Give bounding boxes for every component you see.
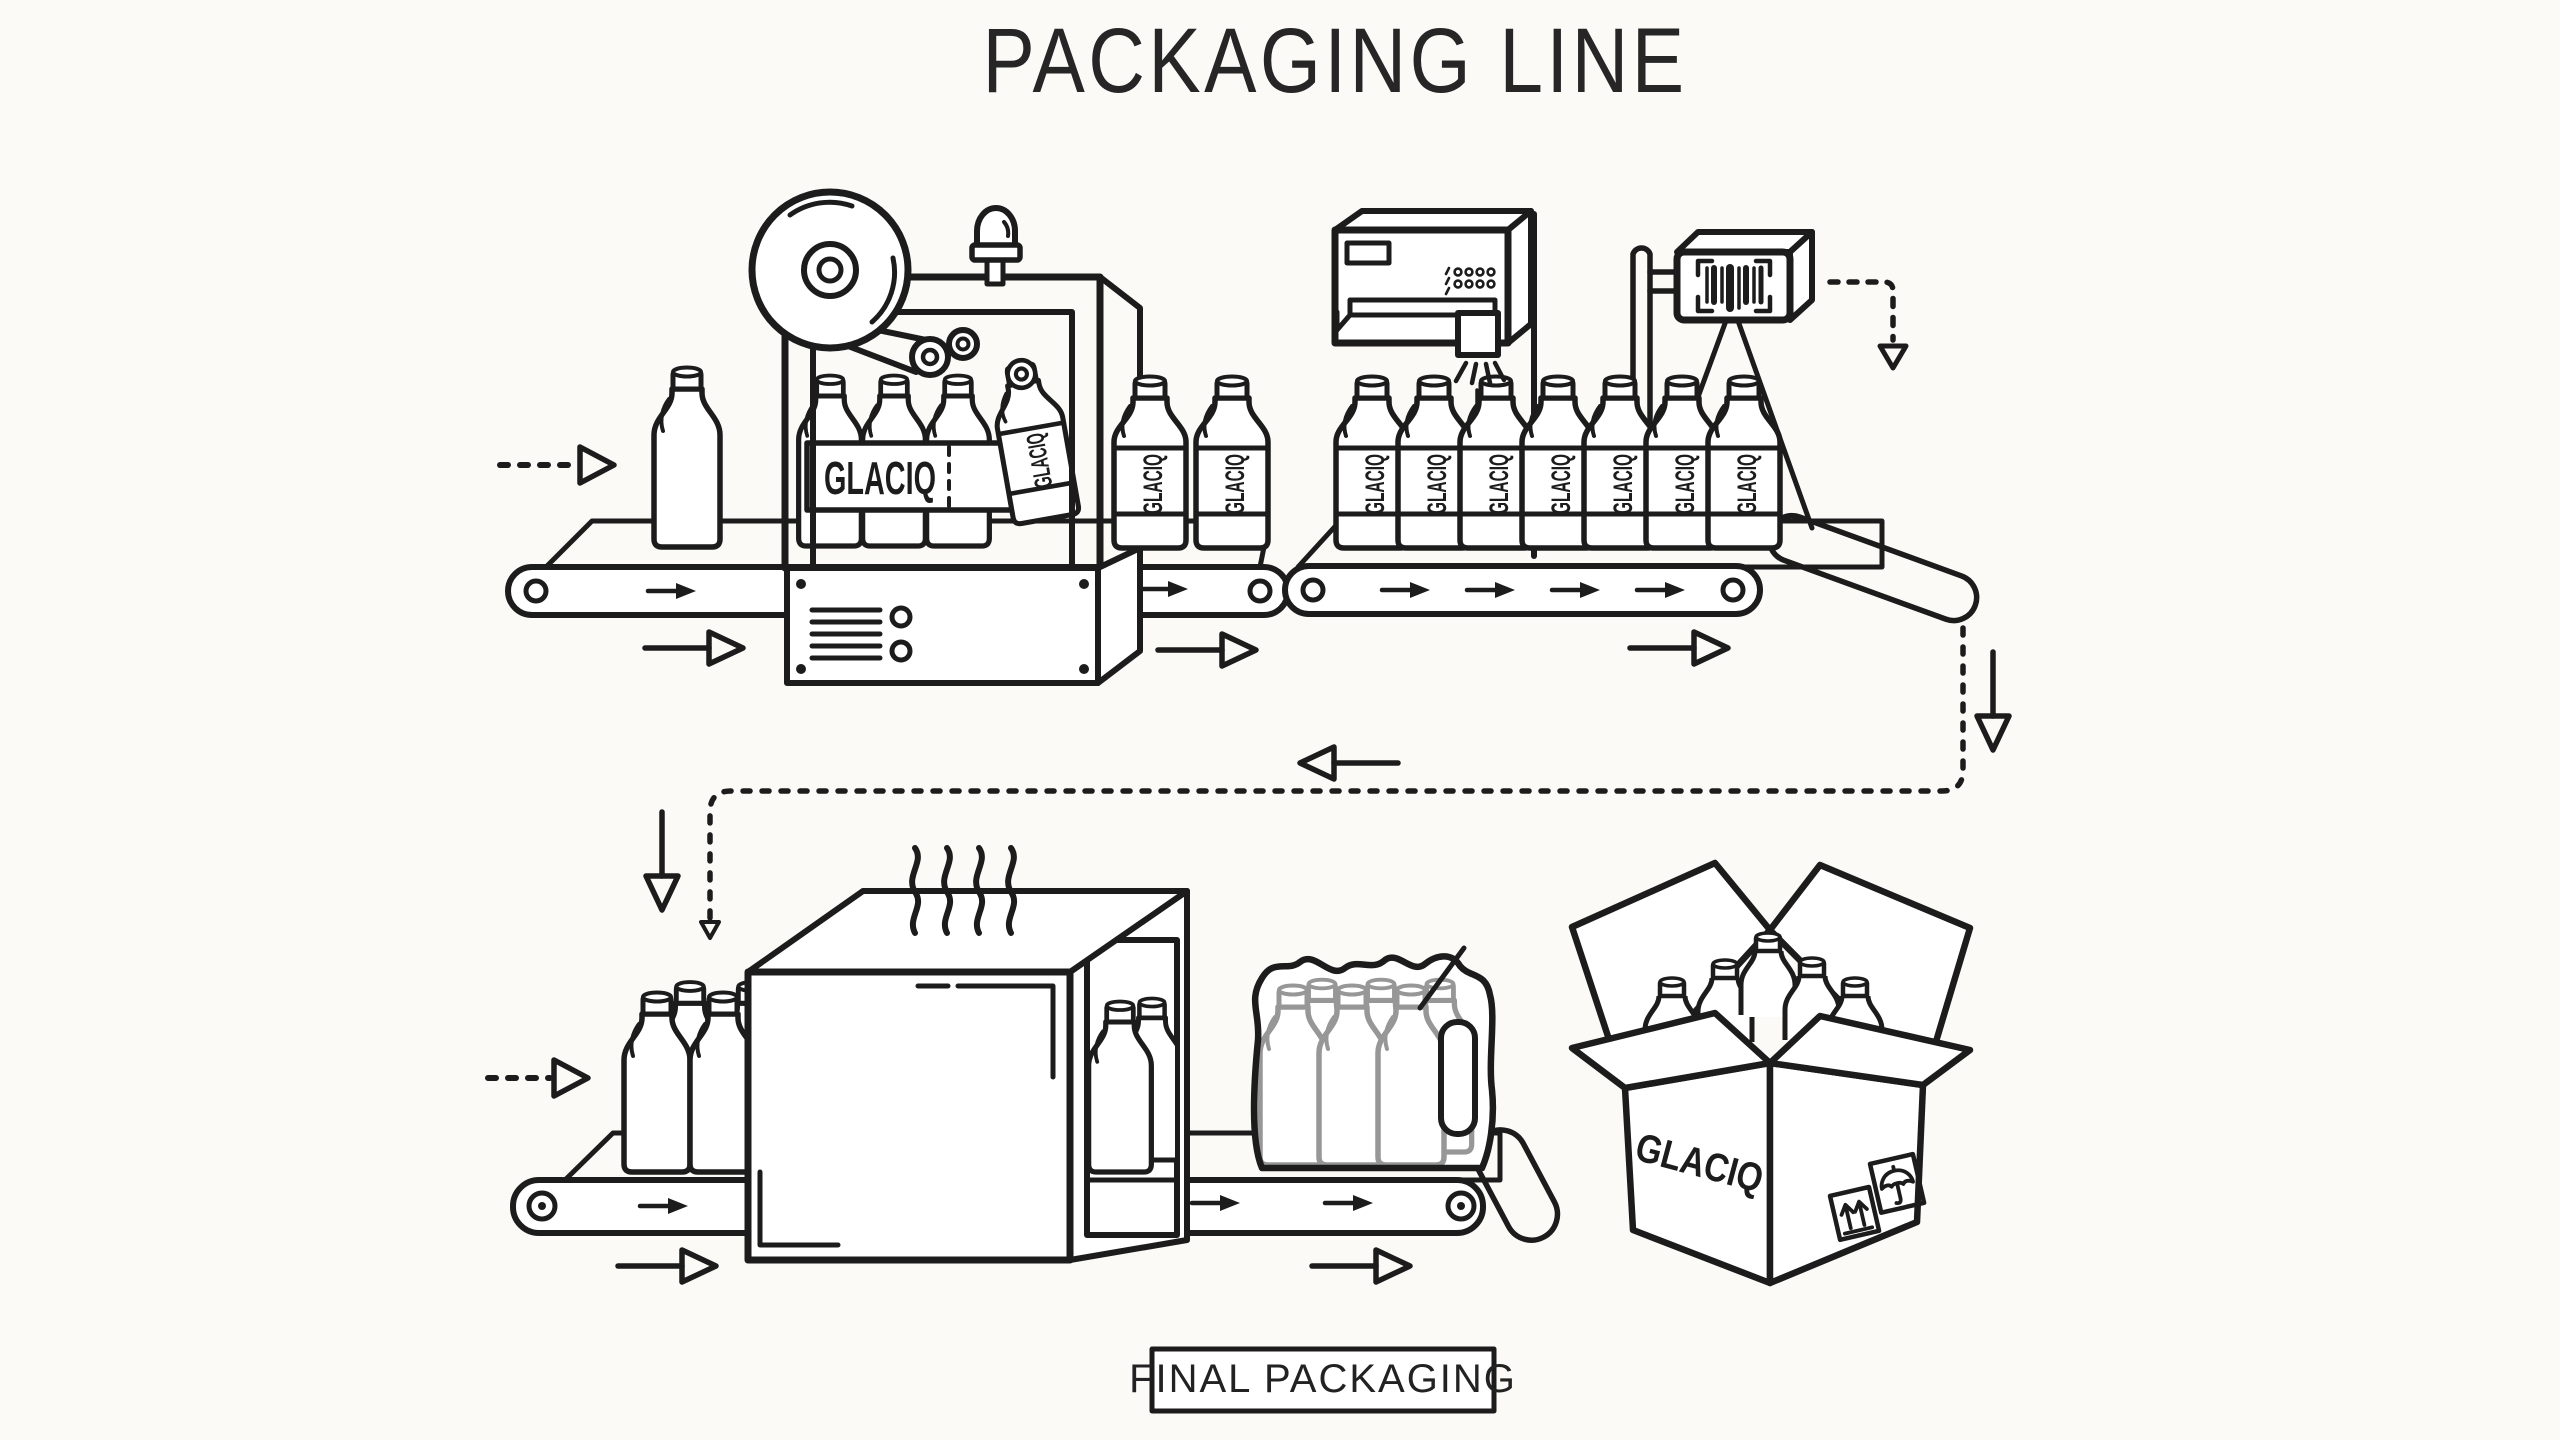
brand-label: GLACIQ [1422, 454, 1452, 514]
box-face-right [1766, 1059, 1927, 1287]
scanner-mount-pole [1630, 245, 1681, 543]
flow-path-dashed [699, 625, 1966, 940]
left-arrow-icon [1300, 747, 1398, 779]
spray-icon [1453, 360, 1507, 386]
bottle-being-labeled: GLACIQ [986, 355, 1079, 525]
labeled-bottle-row: GLACIQ GLACIQ GLACIQ GLACIQ GLACIQ GLACI… [1336, 377, 1780, 549]
shrink-wrap-tunnel [744, 845, 1190, 1264]
heat-waves-icon [909, 845, 1018, 936]
button-icon [889, 605, 913, 629]
labeling-machine: GLACIQ GLACIQ [748, 188, 1143, 686]
flow-arrow-icon [1312, 1250, 1410, 1282]
brand-label: GLACIQ [1138, 454, 1168, 514]
scanner-dashed-arrow [1827, 279, 1909, 371]
pack-handle-icon [1438, 1019, 1478, 1137]
beacon-light-icon [969, 205, 1023, 287]
brand-label: GLACIQ [1732, 454, 1762, 514]
wrap-outline [1250, 953, 1497, 1172]
flow-arrow-icon [1158, 634, 1256, 666]
wrap-crease [1417, 945, 1467, 1011]
brand-label: GLACIQ [824, 452, 936, 504]
box-flap [1766, 1012, 1974, 1089]
barcode-icon [1695, 258, 1773, 314]
panel-mark-icon [915, 983, 1056, 1080]
label-web: GLACIQ [804, 440, 1023, 513]
machine-base [784, 545, 1143, 686]
flow-arrow-icon [618, 1250, 716, 1282]
brand-label: GLACIQ [1484, 454, 1514, 514]
brand-label: GLACIQ [1360, 454, 1390, 514]
bottle-labeled: GLACIQ [1196, 377, 1268, 549]
this-way-up-icon [1827, 1184, 1882, 1243]
final-packaging-caption: FINAL PACKAGING [1129, 1346, 1517, 1414]
brand-label: GLACIQ [1608, 454, 1638, 514]
vent-lines-icon [809, 607, 883, 661]
printer-dot-code [1444, 266, 1496, 296]
bottle-labeled: GLACIQ [1114, 377, 1186, 549]
conveyor-icon [562, 1130, 1503, 1183]
print-head [1455, 310, 1501, 358]
bottle-unlabeled [654, 368, 720, 548]
brand-label: GLACIQ [1670, 454, 1700, 514]
flow-arrow-icon [1630, 632, 1728, 664]
infeed-dashed-arrow [497, 444, 617, 486]
roller-icon [1720, 577, 1746, 603]
roller-icon [1247, 578, 1273, 604]
brand-label: GLACIQ [1220, 454, 1250, 514]
inkjet-printer-icon [1331, 208, 1534, 386]
down-arrow-icon [646, 812, 678, 910]
button-icon [889, 639, 913, 663]
barcode-scanner-icon [1673, 229, 1909, 371]
shrink-wrapped-pack [1250, 945, 1497, 1172]
caption-text: FINAL PACKAGING [1129, 1357, 1517, 1401]
printer-display [1344, 240, 1392, 266]
label-reel-icon [748, 188, 980, 378]
roller-icon [1300, 577, 1326, 603]
infeed-dashed-arrow [485, 1057, 591, 1099]
panel-mark-icon [757, 1169, 841, 1248]
flow-arrow-icon [645, 632, 743, 664]
down-arrow-icon [1977, 652, 2009, 750]
roller-icon [523, 578, 549, 604]
keep-dry-icon [1867, 1151, 1927, 1215]
box-flap [1568, 1009, 1774, 1092]
shipping-box: GLACIQ [1568, 859, 1974, 1287]
page-title: PACKAGING LINE [983, 10, 1688, 112]
brand-label: GLACIQ [1546, 454, 1576, 514]
